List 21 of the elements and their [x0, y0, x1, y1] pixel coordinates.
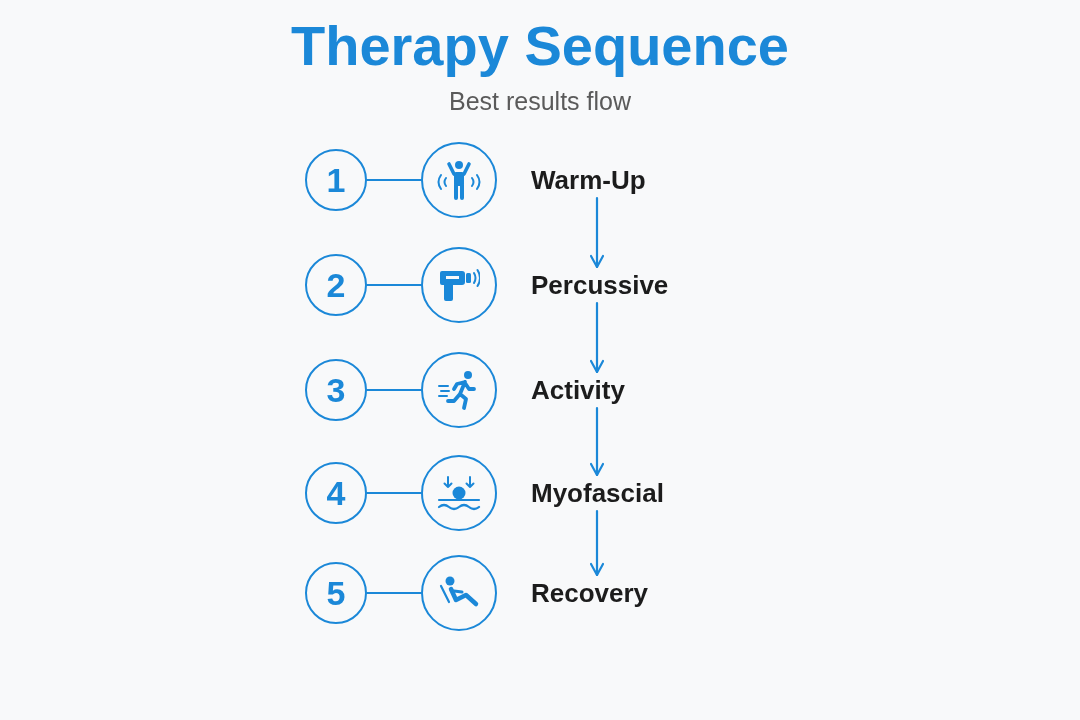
step-label: Warm-Up: [531, 165, 646, 195]
connector-line: [365, 591, 423, 595]
step-number: 2: [326, 268, 346, 302]
arrow: [589, 406, 605, 477]
step-number: 5: [326, 576, 346, 610]
arrow: [589, 196, 605, 269]
connector-line: [365, 388, 423, 392]
step-label: Activity: [531, 375, 625, 405]
step-number: 4: [326, 476, 346, 510]
connector-line: [365, 283, 423, 287]
step-label: Recovery: [531, 578, 649, 608]
step-label: Myofascial: [531, 478, 664, 508]
connector-line: [365, 491, 423, 495]
diagram-title: Therapy Sequence: [291, 14, 789, 79]
arrow: [589, 509, 605, 577]
step-label: Percussive: [531, 270, 669, 300]
connector-line: [365, 178, 423, 182]
subtitle: Best results flow: [449, 86, 631, 116]
step-number: 1: [326, 163, 346, 197]
arrow: [589, 301, 605, 374]
step-number: 3: [326, 373, 346, 407]
